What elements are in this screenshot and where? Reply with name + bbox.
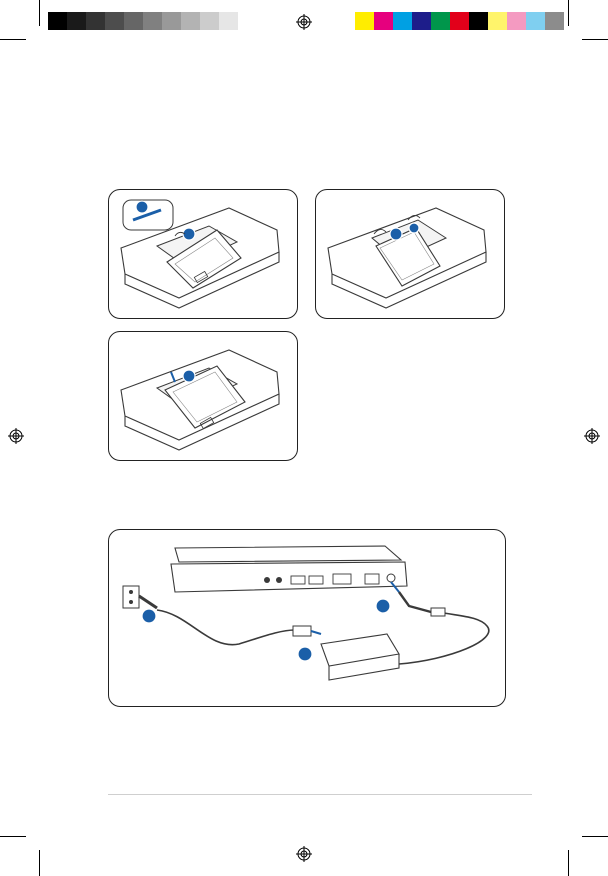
color-swatch bbox=[431, 12, 450, 30]
step-badge bbox=[142, 609, 156, 623]
color-swatch bbox=[412, 12, 431, 30]
registration-mark-icon bbox=[296, 14, 312, 30]
color-swatch bbox=[450, 12, 469, 30]
crop-mark bbox=[0, 39, 26, 40]
step-badge bbox=[183, 370, 195, 382]
step-badge bbox=[409, 223, 419, 233]
step-badge bbox=[390, 228, 402, 240]
figure-memory-step-2 bbox=[315, 189, 505, 319]
crop-mark bbox=[582, 836, 608, 837]
color-swatch bbox=[545, 12, 564, 30]
laptop-underside-illustration bbox=[316, 190, 504, 318]
power-adapter-illustration bbox=[109, 530, 505, 706]
footer-divider bbox=[108, 794, 532, 795]
figure-memory-step-3 bbox=[108, 331, 298, 461]
color-swatch bbox=[526, 12, 545, 30]
grayscale-swatch bbox=[162, 12, 181, 30]
figure-power-connection bbox=[108, 529, 506, 707]
registration-mark-icon bbox=[584, 428, 600, 444]
step-badge bbox=[376, 599, 390, 613]
grayscale-swatch bbox=[48, 12, 67, 30]
crop-mark bbox=[39, 0, 40, 26]
crop-mark bbox=[39, 850, 40, 876]
grayscale-swatch bbox=[124, 12, 143, 30]
grayscale-swatch bbox=[200, 12, 219, 30]
grayscale-swatch bbox=[67, 12, 86, 30]
crop-mark bbox=[582, 39, 608, 40]
grayscale-swatch bbox=[143, 12, 162, 30]
registration-mark-icon bbox=[296, 846, 312, 862]
color-swatch bbox=[488, 12, 507, 30]
color-swatch bbox=[393, 12, 412, 30]
laptop-underside-illustration bbox=[109, 332, 297, 460]
crop-mark bbox=[0, 836, 26, 837]
step-badge bbox=[298, 647, 312, 661]
color-swatch bbox=[374, 12, 393, 30]
color-swatch bbox=[469, 12, 488, 30]
color-swatch bbox=[355, 12, 374, 30]
figure-memory-step-1 bbox=[108, 189, 298, 319]
registration-mark-icon bbox=[8, 428, 24, 444]
crop-mark bbox=[568, 0, 569, 26]
step-badge bbox=[136, 201, 148, 213]
crop-mark bbox=[568, 850, 569, 876]
color-swatch bbox=[507, 12, 526, 30]
laptop-underside-illustration bbox=[109, 190, 297, 318]
grayscale-swatch bbox=[219, 12, 238, 30]
grayscale-swatch bbox=[86, 12, 105, 30]
grayscale-swatch bbox=[105, 12, 124, 30]
grayscale-swatch bbox=[181, 12, 200, 30]
